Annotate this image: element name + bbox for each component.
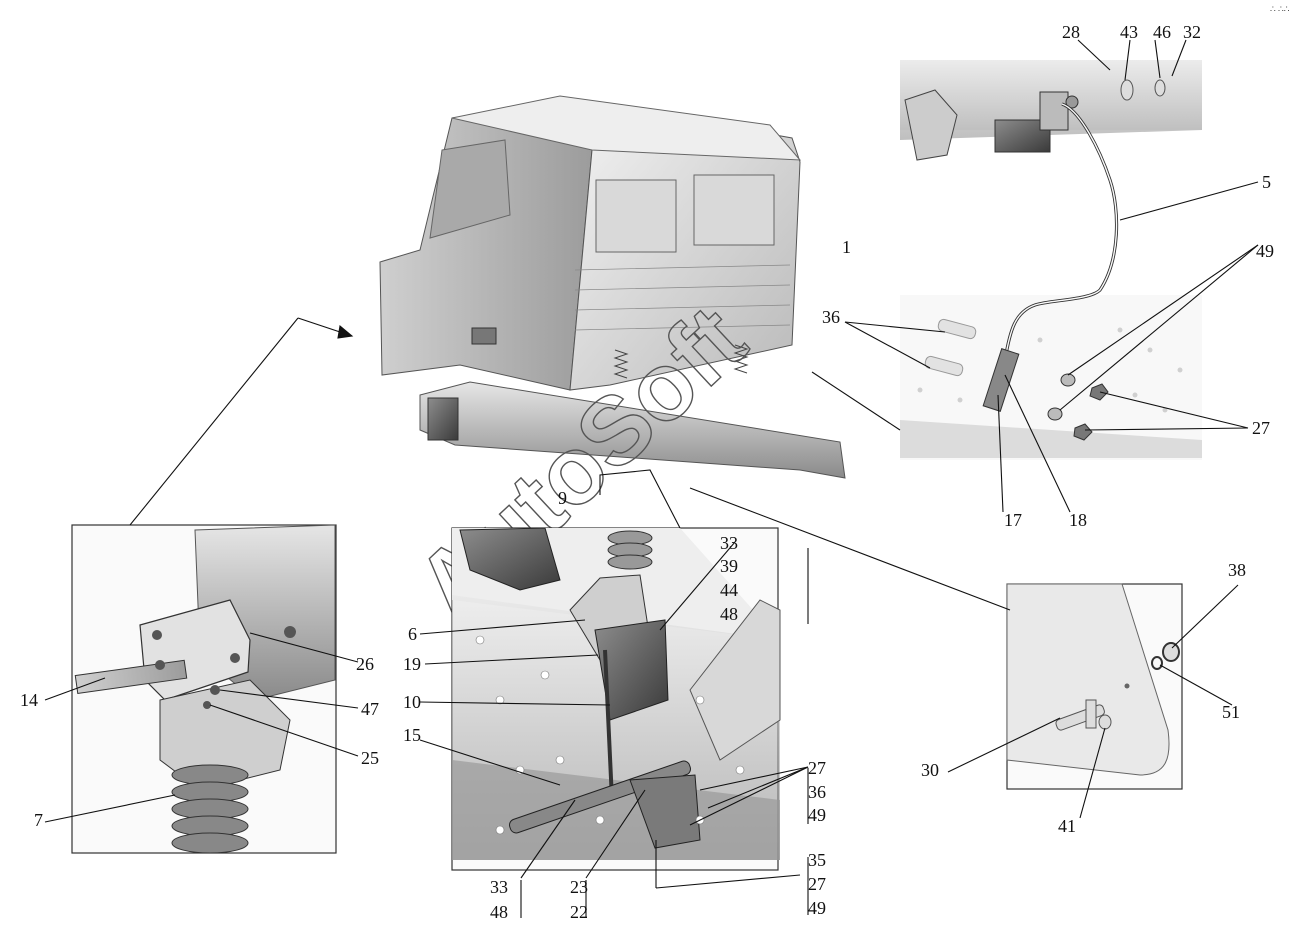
cab-side-window xyxy=(429,139,511,239)
label-19: 19 xyxy=(403,654,421,674)
detail-view-right xyxy=(1006,583,1183,790)
cab-roof xyxy=(451,95,802,161)
label-5: 5 xyxy=(1262,172,1271,192)
label-33-bottom: 33 xyxy=(490,877,508,897)
label-9: 9 xyxy=(558,488,567,508)
label-30: 30 xyxy=(921,760,939,780)
label-27-top: 27 xyxy=(1252,418,1270,438)
cab-back xyxy=(569,99,801,391)
label-49-top: 49 xyxy=(1256,241,1274,261)
label-44: 44 xyxy=(720,580,738,600)
label-41: 41 xyxy=(1058,816,1076,836)
cab-door-handle xyxy=(471,327,497,345)
label-39: 39 xyxy=(720,556,738,576)
label-22: 22 xyxy=(570,902,588,922)
label-48-top: 48 xyxy=(720,604,738,624)
corner-mark: ∴ ∴∴ xyxy=(1270,4,1290,14)
cab-front-bracket xyxy=(427,397,459,441)
detail-view-center xyxy=(451,527,781,871)
leader-lines xyxy=(44,39,1259,918)
label-47: 47 xyxy=(361,699,379,719)
label-36-top: 36 xyxy=(822,307,840,327)
label-23: 23 xyxy=(570,877,588,897)
label-49-mid: 49 xyxy=(808,805,826,825)
cab-rear-window-left xyxy=(595,179,677,253)
label-25: 25 xyxy=(361,748,379,768)
label-1: 1 xyxy=(842,237,851,257)
cab-illustration xyxy=(379,95,846,479)
label-32: 32 xyxy=(1183,22,1201,42)
label-18: 18 xyxy=(1069,510,1087,530)
detail-view-top-right xyxy=(900,60,1202,460)
label-27-mid: 27 xyxy=(808,758,826,778)
label-14: 14 xyxy=(20,690,38,710)
label-6: 6 xyxy=(408,624,417,644)
chassis-rail xyxy=(419,381,846,479)
cab-rear-window-right xyxy=(693,174,775,246)
detail-view-left xyxy=(71,524,337,854)
cab-suspension-springs xyxy=(613,344,749,379)
label-51: 51 xyxy=(1222,702,1240,722)
label-15: 15 xyxy=(403,725,421,745)
label-33-top: 33 xyxy=(720,533,738,553)
label-26: 26 xyxy=(356,654,374,674)
label-49-bottom: 49 xyxy=(808,898,826,918)
label-7: 7 xyxy=(34,810,43,830)
label-43: 43 xyxy=(1120,22,1138,42)
label-27-bottom: 27 xyxy=(808,874,826,894)
label-28: 28 xyxy=(1062,22,1080,42)
label-10: 10 xyxy=(403,692,421,712)
label-36-mid: 36 xyxy=(808,782,826,802)
label-48-bottom: 48 xyxy=(490,902,508,922)
label-17: 17 xyxy=(1004,510,1022,530)
label-38: 38 xyxy=(1228,560,1246,580)
label-46: 46 xyxy=(1153,22,1171,42)
part-labels: 28 43 46 32 5 1 49 36 27 17 18 9 33 39 4… xyxy=(20,22,1274,922)
label-35: 35 xyxy=(808,850,826,870)
